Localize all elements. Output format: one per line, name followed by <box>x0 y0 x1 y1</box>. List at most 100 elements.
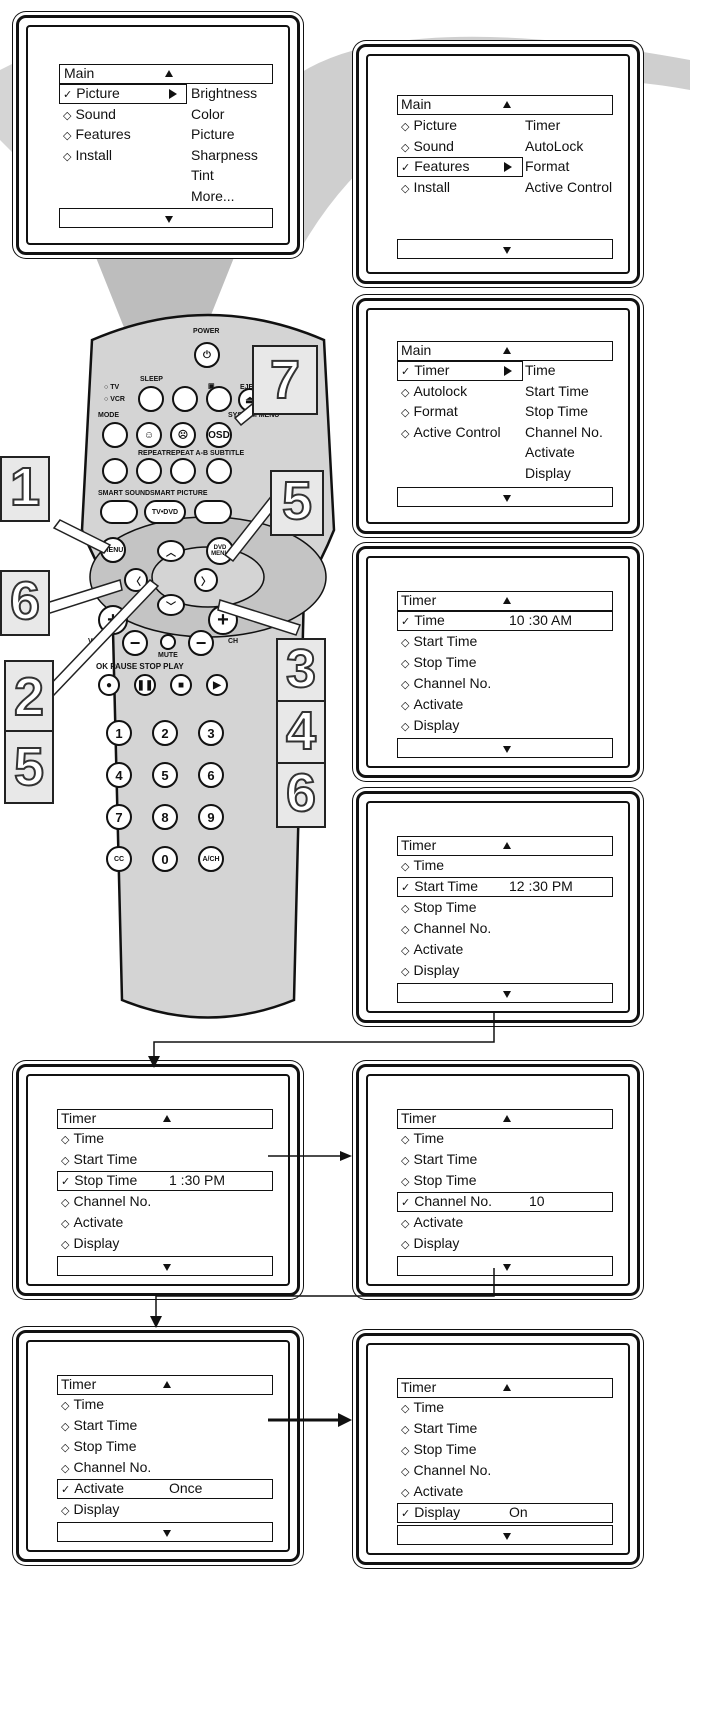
ok-button[interactable]: ● <box>98 674 120 696</box>
timer-menu-item[interactable]: ✓Channel No. <box>401 1193 492 1209</box>
timer-menu-item[interactable]: ◇Activate <box>401 1214 463 1230</box>
left-button[interactable]: 〈 <box>124 568 148 592</box>
digit-button[interactable]: 8 <box>152 804 178 830</box>
button-row3-1[interactable] <box>102 458 128 484</box>
submenu-item[interactable]: Time <box>525 362 556 378</box>
timer-menu-item[interactable]: ◇Activate <box>61 1214 123 1230</box>
submenu-item[interactable]: Picture <box>191 126 235 142</box>
timer-menu-item[interactable]: ◇Time <box>61 1130 104 1146</box>
submenu-item[interactable]: Timer <box>525 117 561 133</box>
submenu-item[interactable]: Color <box>191 105 225 122</box>
submenu-item[interactable]: Activate <box>525 444 575 460</box>
timer-menu-item[interactable]: ◇Display <box>401 962 459 978</box>
timer-menu-item[interactable]: ◇Start Time <box>401 1151 477 1167</box>
timer-menu-item[interactable]: ◇Display <box>401 1235 459 1251</box>
submenu-item[interactable]: Channel No. <box>525 423 603 440</box>
timer-menu-item[interactable]: ✓Time <box>401 612 445 628</box>
digit-button[interactable]: 4 <box>106 762 132 788</box>
timer-menu-item[interactable]: ◇Channel No. <box>401 675 491 691</box>
timer-menu-item[interactable]: ◇Stop Time <box>401 1172 477 1188</box>
channel-down-button[interactable]: − <box>188 630 214 656</box>
timer-menu-item[interactable]: ◇Start Time <box>61 1151 137 1167</box>
timer-menu-item[interactable]: ◇Start Time <box>401 633 477 649</box>
sleep-button[interactable] <box>138 386 164 412</box>
timer-menu-item[interactable]: ◇Activate <box>401 696 463 712</box>
osd-button[interactable]: OSD <box>206 422 232 448</box>
menu-item[interactable]: ◇Picture <box>401 117 457 133</box>
timer-menu-item[interactable]: ◇Time <box>401 1130 444 1146</box>
timer-menu-item[interactable]: ◇Display <box>61 1235 119 1251</box>
timer-menu-item[interactable]: ✓Display <box>401 1504 460 1520</box>
timer-menu-item[interactable]: ◇Stop Time <box>401 1441 477 1457</box>
timer-menu-item[interactable]: ◇Stop Time <box>401 654 477 670</box>
submenu-item[interactable]: Sharpness <box>191 146 258 163</box>
stop-button[interactable]: ■ <box>170 674 192 696</box>
pip-button[interactable] <box>172 386 198 412</box>
timer-menu-item[interactable]: ◇Display <box>61 1501 119 1517</box>
menu-item[interactable]: ◇Autolock <box>401 383 467 399</box>
menu-item[interactable]: ✓Picture <box>63 85 120 101</box>
menu-item[interactable]: ◇Format <box>401 403 458 419</box>
submenu-item[interactable]: Brightness <box>191 85 258 101</box>
timer-menu-item[interactable]: ◇Channel No. <box>61 1193 151 1209</box>
submenu-item[interactable]: Tint <box>191 167 214 183</box>
repeat-button[interactable] <box>136 458 162 484</box>
timer-menu-item[interactable]: ◇Activate <box>401 941 463 957</box>
volume-down-button[interactable]: − <box>122 630 148 656</box>
timer-menu-item[interactable]: ◇Display <box>401 717 459 733</box>
digit-button[interactable]: 0 <box>152 846 178 872</box>
pip-button-2[interactable] <box>206 386 232 412</box>
menu-item[interactable]: ✓Timer <box>401 362 449 378</box>
timer-menu-item[interactable]: ◇Start Time <box>401 1420 477 1436</box>
mode-button[interactable] <box>102 422 128 448</box>
menu-item[interactable]: ◇Features <box>63 126 131 142</box>
digit-button[interactable]: A/CH <box>198 846 224 872</box>
timer-menu-item[interactable]: ✓Stop Time <box>61 1172 137 1188</box>
digit-button[interactable]: CC <box>106 846 132 872</box>
timer-menu-item[interactable]: ◇Stop Time <box>61 1438 137 1454</box>
submenu-item[interactable]: Format <box>525 158 570 174</box>
timer-menu-item[interactable]: ◇Channel No. <box>61 1459 151 1475</box>
menu-item[interactable]: ◇Sound <box>401 138 454 154</box>
mute-button[interactable] <box>160 634 176 650</box>
submenu-item[interactable]: Active Control <box>525 178 613 195</box>
frown-button[interactable]: ☹ <box>170 422 196 448</box>
play-button[interactable]: ▶ <box>206 674 228 696</box>
menu-item[interactable]: ◇Install <box>63 147 112 163</box>
menu-item[interactable]: ✓Features <box>401 158 469 174</box>
timer-menu-item[interactable]: ◇Start Time <box>61 1417 137 1433</box>
right-button[interactable]: 〉 <box>194 568 218 592</box>
timer-menu-item[interactable]: ✓Start Time <box>401 878 478 894</box>
digit-button[interactable]: 6 <box>198 762 224 788</box>
menu-item[interactable]: ◇Active Control <box>401 424 501 440</box>
timer-menu-item[interactable]: ◇Stop Time <box>401 899 477 915</box>
timer-menu-item[interactable]: ✓Activate <box>61 1480 124 1496</box>
down-button[interactable]: ﹀ <box>157 594 185 616</box>
digit-button[interactable]: 2 <box>152 720 178 746</box>
timer-menu-item[interactable]: ◇Time <box>401 857 444 873</box>
digit-button[interactable]: 1 <box>106 720 132 746</box>
smart-picture-button[interactable] <box>194 500 232 524</box>
smart-sound-button[interactable] <box>100 500 138 524</box>
digit-button[interactable]: 7 <box>106 804 132 830</box>
menu-item[interactable]: ◇Install <box>401 179 450 195</box>
timer-menu-item[interactable]: ◇Channel No. <box>401 1462 491 1478</box>
smile-button[interactable]: ☺ <box>136 422 162 448</box>
timer-menu-item[interactable]: ◇Activate <box>401 1483 463 1499</box>
submenu-item[interactable]: Start Time <box>525 382 589 399</box>
digit-button[interactable]: 9 <box>198 804 224 830</box>
submenu-item[interactable]: Stop Time <box>525 403 589 419</box>
tv-dvd-button[interactable]: TV•DVD <box>144 500 186 524</box>
up-button[interactable]: ︿ <box>157 540 185 562</box>
digit-button[interactable]: 3 <box>198 720 224 746</box>
power-button[interactable]: ⏻ <box>194 342 220 368</box>
repeat-ab-button[interactable] <box>170 458 196 484</box>
submenu-item[interactable]: AutoLock <box>525 137 584 154</box>
timer-menu-item[interactable]: ◇Channel No. <box>401 920 491 936</box>
timer-menu-item[interactable]: ◇Time <box>401 1399 444 1415</box>
digit-button[interactable]: 5 <box>152 762 178 788</box>
subtitle-button[interactable] <box>206 458 232 484</box>
timer-menu-item[interactable]: ◇Time <box>61 1396 104 1412</box>
submenu-item[interactable]: Display <box>525 464 571 481</box>
submenu-item[interactable]: More... <box>191 187 235 204</box>
